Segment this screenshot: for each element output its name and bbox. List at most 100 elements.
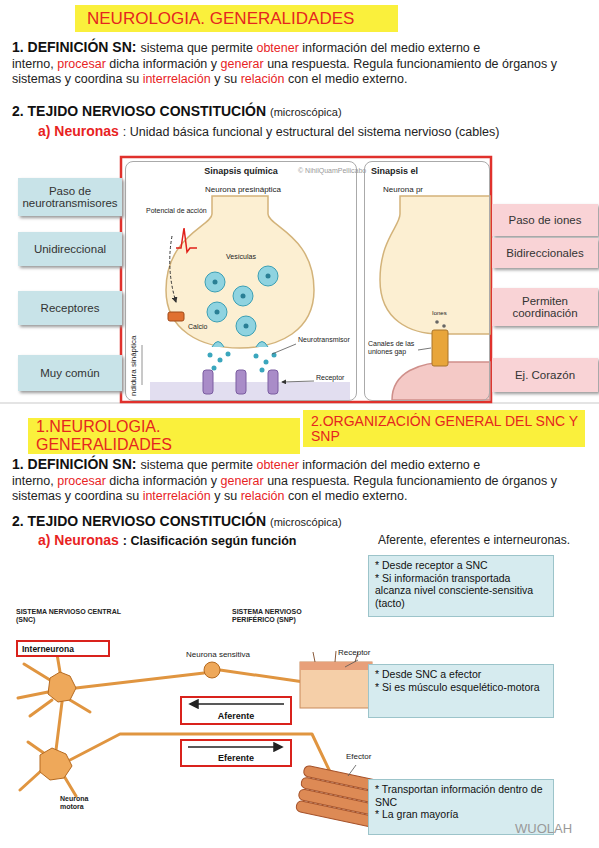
neurotransmitter-dot xyxy=(260,368,265,373)
part-label: Potencial de acción xyxy=(146,207,207,215)
text-label: obtener xyxy=(256,41,298,55)
motor-neuron-body xyxy=(40,748,72,780)
neurotransmitter-dot xyxy=(264,360,269,365)
text-label: relación xyxy=(241,72,285,86)
text-label: (microscópica) xyxy=(270,106,342,118)
text-label: dicha información y xyxy=(109,474,217,488)
neurotransmitter-dot xyxy=(226,352,231,357)
node-text: * Si es músculo esquelético-motora xyxy=(375,681,547,694)
postsynaptic-cell xyxy=(392,362,490,400)
part-label: Efector xyxy=(346,752,371,761)
direction-box: Aferente xyxy=(180,696,292,725)
node-text: * La gran mayoría xyxy=(375,808,547,821)
neurotransmitter-dot xyxy=(254,354,259,359)
text-label: relación xyxy=(241,489,285,503)
neurotransmitter-dot xyxy=(212,366,217,371)
part-label: Iones xyxy=(432,310,447,317)
vesicle-content xyxy=(244,324,249,329)
text-flow: a) Neuronas: Unidad básica funcional y e… xyxy=(38,124,593,141)
note-box: * Desde receptor a SNC* Si información t… xyxy=(368,555,554,617)
text-label: (microscópica) xyxy=(270,516,342,528)
text-flow: 2. TEJIDO NERVIOSO CONSTITUCIÓN (microscó… xyxy=(12,514,532,531)
section-heading: 2. TEJIDO NERVIOSO CONSTITUCIÓN xyxy=(12,513,266,529)
text-flow: 1. DEFINICIÓN SN:sistema que permiteobte… xyxy=(12,40,596,88)
part-label: Canales de las uniones gap xyxy=(368,340,422,356)
leader-line xyxy=(345,660,358,667)
feature-box: Bidireccionales xyxy=(492,238,598,268)
note-box: * Desde SNC a efector* Si es músculo esq… xyxy=(368,664,554,718)
node-text: Interneurona xyxy=(22,644,104,654)
feature-box: Paso de neurotransmisores xyxy=(18,178,122,216)
text-label: interrelación xyxy=(143,72,211,86)
ion-dot xyxy=(435,320,439,324)
leader-line xyxy=(348,765,356,776)
region-label: SISTEMA NERVIOSO CENTRAL (SNC) xyxy=(16,608,126,624)
node-text: * Desde SNC a efector xyxy=(375,668,547,681)
node-text: Paso de neurotransmisores xyxy=(20,185,120,209)
signal-arrow xyxy=(170,236,176,302)
sensory-neuron-body xyxy=(204,662,220,678)
interneuron-body xyxy=(48,672,76,702)
presynaptic-terminal xyxy=(166,196,314,348)
feature-box: Paso de iones xyxy=(492,204,598,236)
label-box: Interneurona xyxy=(16,640,110,657)
neurotransmitter-dot xyxy=(218,358,223,363)
title-band: 1.NEUROLOGIA. GENERALIDADES xyxy=(28,418,300,454)
neurotransmitter-dot xyxy=(208,353,213,358)
image-panel: Sinapsis química xyxy=(125,161,357,401)
leader-line xyxy=(282,381,314,382)
text-label: interrelación xyxy=(143,489,211,503)
node-text: * Transportan información dentro de SNC xyxy=(375,783,547,808)
subheading: a) Neuronas xyxy=(38,123,119,139)
vesicle xyxy=(233,286,253,306)
part-label: Neurona sensitiva xyxy=(186,650,250,659)
leader-line xyxy=(418,348,431,350)
receptor-symbol xyxy=(203,370,213,394)
part-label: Receptor xyxy=(338,648,370,657)
feature-box: Receptores xyxy=(18,291,122,325)
action-potential-spike xyxy=(176,228,197,252)
vesicle-content xyxy=(241,294,246,299)
section-heading: 2. TEJIDO NERVIOSO CONSTITUCIÓN xyxy=(12,103,266,119)
part-label: Neurotransmisor xyxy=(298,336,350,344)
text-label: con el medio externo. xyxy=(288,72,408,86)
vesicle xyxy=(207,302,227,322)
subheading: a) Neuronas xyxy=(38,532,119,548)
node-text: Unidireccional xyxy=(34,243,106,255)
text-label: generar xyxy=(221,474,264,488)
part-label: Neurona presináptica xyxy=(205,185,281,194)
text-label: generar xyxy=(221,57,264,71)
text-label: procesar xyxy=(57,474,106,488)
direction-box: Eferente xyxy=(180,739,292,767)
section-heading: 1. DEFINICIÓN SN: xyxy=(12,39,136,55)
text-label: sistema que permite xyxy=(140,458,253,472)
node-text: 1.NEUROLOGIA. GENERALIDADES xyxy=(36,418,300,454)
section-heading: 1. DEFINICIÓN SN: xyxy=(12,456,136,472)
receptor-symbol xyxy=(236,370,246,394)
feature-box: Ej. Corazón xyxy=(492,358,598,392)
node-text: Eferente xyxy=(218,753,254,763)
text-label: dicha información y xyxy=(109,57,217,71)
text-flow: a) Neuronas: Clasificación según función xyxy=(38,533,368,550)
image-panel: Sinapsis el xyxy=(364,161,490,401)
part-label: Neurona motora xyxy=(60,795,114,811)
note-text: Aferente, eferentes e interneuronas. xyxy=(378,534,570,548)
vesicle-fusion xyxy=(256,342,268,348)
sensory-axon xyxy=(76,673,204,688)
vesicle-content xyxy=(215,310,220,315)
vesicle-content xyxy=(213,280,218,285)
skin-layer xyxy=(300,662,372,670)
node-text: Sinapsis el xyxy=(371,166,418,176)
node-text: * Si información transportada alcanza ni… xyxy=(375,572,547,610)
part-label: Calcio xyxy=(188,323,207,331)
sensory-axon xyxy=(220,670,304,682)
part-label: Receptor xyxy=(316,374,344,382)
part-label: ndidura sináptica xyxy=(129,336,138,396)
node-text: 2.ORGANIZACIÓN GENERAL DEL SNC Y SNP xyxy=(311,414,585,444)
node-text: Sinapsis química xyxy=(204,166,278,176)
vesicle xyxy=(236,316,256,336)
title-band: 2.ORGANIZACIÓN GENERAL DEL SNC Y SNP xyxy=(303,410,585,447)
part-label: Neurona pr xyxy=(383,185,423,194)
ion-dot xyxy=(442,324,446,328)
